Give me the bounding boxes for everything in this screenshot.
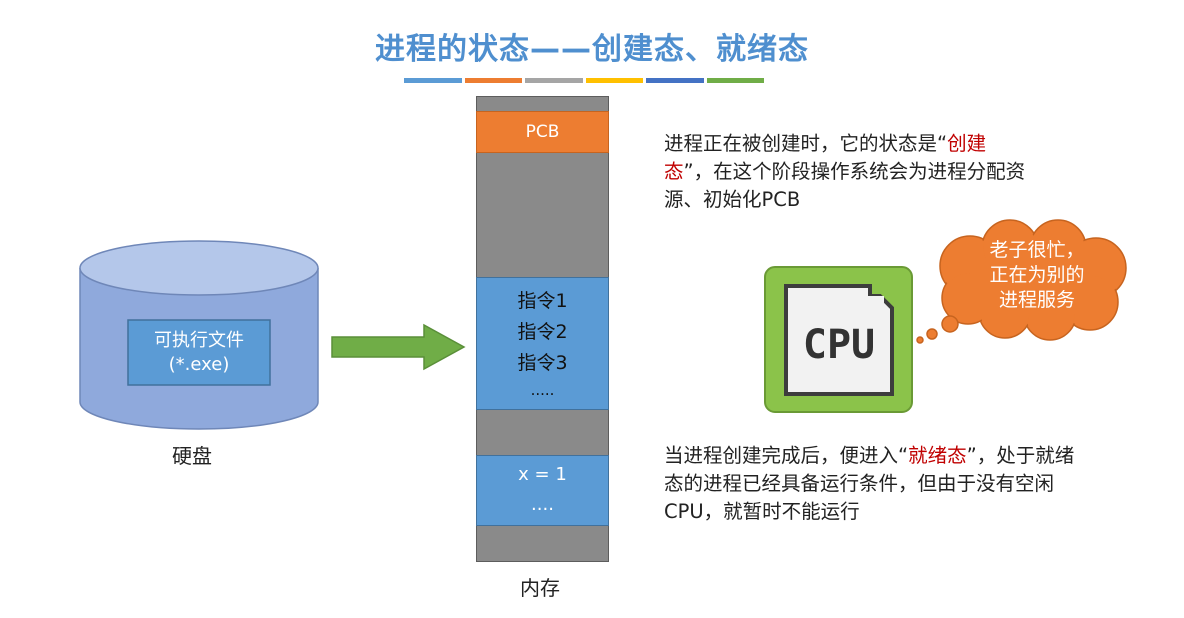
executable-file: 可执行文件 (*.exe) (128, 320, 270, 385)
title-underline (404, 78, 764, 83)
instruction-line: 指令2 (517, 321, 568, 343)
instruction-block: 指令1 指令2 指令3 ..... (476, 277, 609, 410)
data-line: x = 1 (518, 464, 567, 485)
ready-desc-post: ”，处于就绪态的进程已经具备运行条件，但由于没有空闲CPU，就暂时不能运行 (664, 444, 1075, 523)
create-state-description: 进程正在被创建时，它的状态是“创建态”，在这个阶段操作系统会为进程分配资源、初始… (664, 130, 1034, 214)
executable-file-box (127, 319, 271, 386)
memory-column: PCB 指令1 指令2 指令3 ..... x = 1 .... (476, 96, 609, 562)
instruction-line: 指令3 (517, 352, 568, 374)
create-desc-pre: 进程正在被创建时，它的状态是“ (664, 132, 948, 155)
thought-bubble-text: 老子很忙， 正在为别的 进程服务 (962, 238, 1112, 313)
create-desc-post: ”，在这个阶段操作系统会为进程分配资源、初始化PCB (664, 160, 1026, 211)
title-bar-segment (646, 78, 704, 83)
disk-label: 硬盘 (172, 444, 212, 468)
disk-cylinder (79, 240, 319, 430)
pcb-block: PCB (476, 111, 609, 153)
ready-state-description: 当进程创建完成后，便进入“就绪态”，处于就绪态的进程已经具备运行条件，但由于没有… (664, 442, 1084, 526)
cpu-chip-label: CPU (803, 322, 875, 368)
instruction-line: 指令1 (517, 290, 568, 312)
cpu-icon: CPU (764, 266, 913, 413)
load-arrow (331, 323, 466, 371)
bubble-line: 正在为别的 (989, 264, 1085, 286)
create-state-term: 创建态 (664, 132, 987, 183)
executable-file-ext: (*.exe) (168, 353, 230, 375)
executable-file-name: 可执行文件 (154, 329, 244, 351)
title-bar-segment (525, 78, 583, 83)
title-bar-segment (404, 78, 462, 83)
bubble-line: 老子很忙， (989, 239, 1085, 261)
memory-label: 内存 (520, 576, 560, 600)
page-title: 进程的状态——创建态、就绪态 (375, 32, 809, 67)
title-bar-segment (706, 78, 764, 83)
ready-state-term: 就绪态 (908, 444, 967, 467)
title-bar-segment (585, 78, 643, 83)
data-block: x = 1 .... (476, 455, 609, 526)
thought-bubble (916, 219, 1127, 344)
ready-desc-pre: 当进程创建完成后，便进入“ (664, 444, 909, 467)
data-line: .... (531, 494, 554, 515)
instruction-line: ..... (530, 381, 555, 399)
title-bar-segment (464, 78, 522, 83)
bubble-line: 进程服务 (998, 289, 1075, 311)
